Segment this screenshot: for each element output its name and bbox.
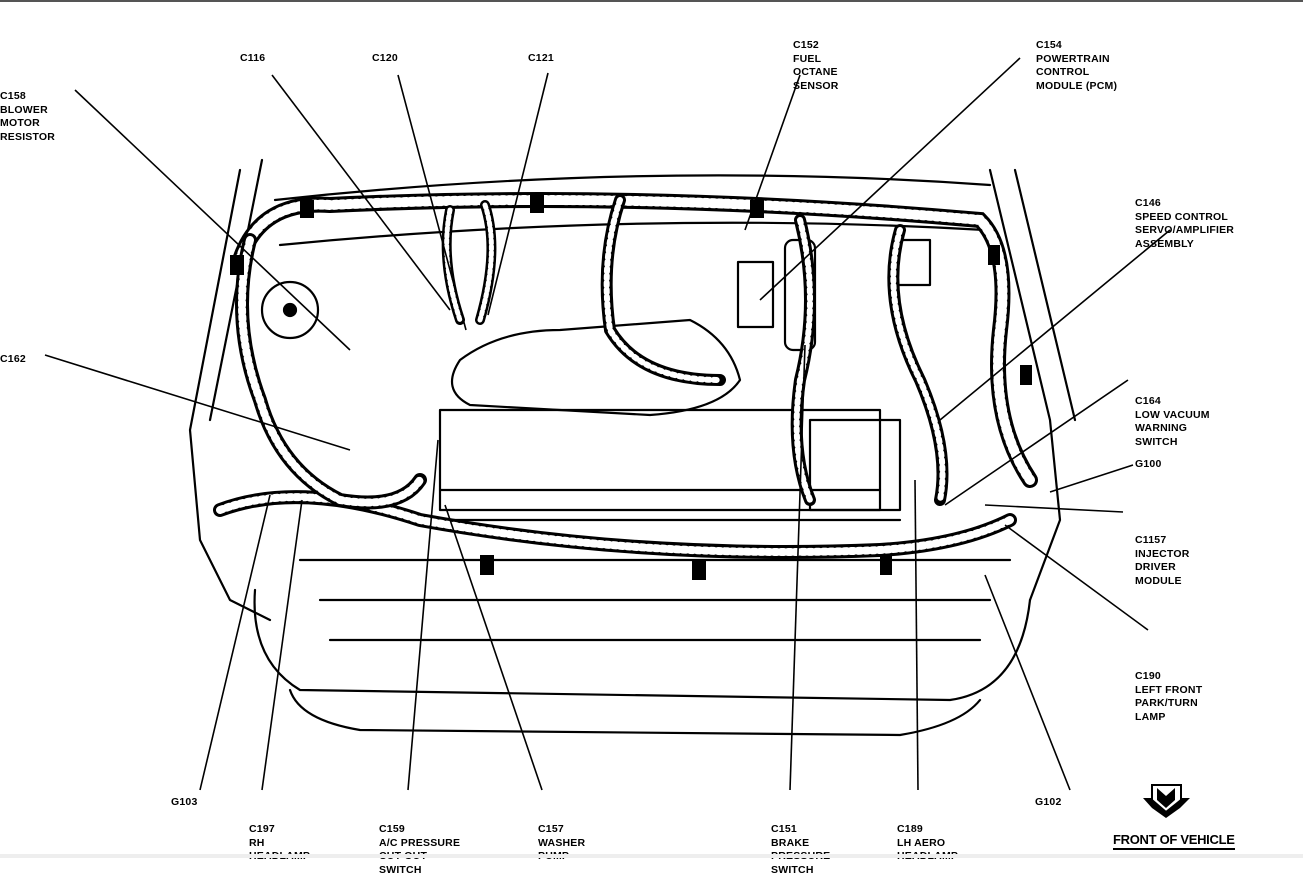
blower-motor — [260, 280, 320, 340]
leader-c116 — [271, 74, 451, 311]
leader-c146 — [939, 229, 1171, 421]
left-harness — [235, 233, 427, 510]
bumper-outline — [253, 588, 1032, 702]
label-g103: G103 — [171, 796, 198, 808]
engine-compartment-illustration — [44, 57, 1190, 818]
leader-g103 — [199, 494, 271, 791]
leader-c158 — [74, 89, 351, 351]
battery-area — [808, 418, 902, 512]
label-c151: C151BRAKEPRESSURESWITCH — [771, 823, 830, 876]
label-c120: C120 — [372, 52, 398, 64]
leader-c190 — [1004, 524, 1149, 631]
label-c157: C157WASHERPUMP — [538, 823, 586, 862]
pcm-box — [736, 260, 775, 329]
right-fender-outline — [988, 168, 1062, 602]
leader-c121 — [487, 72, 549, 316]
leader-g102 — [984, 574, 1071, 791]
leader-c164 — [944, 379, 1129, 506]
leader-c197 — [261, 499, 303, 791]
leader-c154 — [759, 57, 1021, 301]
radiator — [438, 408, 882, 512]
leader-c152 — [744, 74, 801, 231]
label-c121: C121 — [528, 52, 554, 64]
front-of-vehicle-label: FRONT OF VEHICLE — [1113, 832, 1235, 850]
leader-c189 — [914, 479, 919, 791]
bottom-border — [0, 854, 1303, 858]
center-harness — [600, 194, 726, 386]
leader-c157 — [444, 504, 543, 791]
label-g100: G100 — [1135, 458, 1162, 470]
air-cleaner — [450, 318, 742, 417]
down-arrow-icon — [1143, 784, 1190, 818]
label-c197: C197RHHEADLAMP — [249, 823, 310, 862]
right-fender-inner — [1013, 168, 1077, 422]
leader-c151 — [789, 344, 806, 791]
label-c162: C162 — [0, 353, 26, 365]
leader-g100 — [1049, 464, 1134, 493]
main-harness — [232, 192, 1038, 488]
bumper-lower — [288, 688, 982, 737]
top-border — [0, 0, 1303, 2]
cowl-line-2 — [278, 221, 987, 247]
label-g102: G102 — [1035, 796, 1062, 808]
label-c116: C116 — [240, 52, 266, 64]
leader-c1157 — [984, 504, 1124, 513]
leader-c162 — [44, 354, 351, 451]
leader-c159 — [407, 439, 439, 791]
leader-c120 — [397, 74, 467, 331]
